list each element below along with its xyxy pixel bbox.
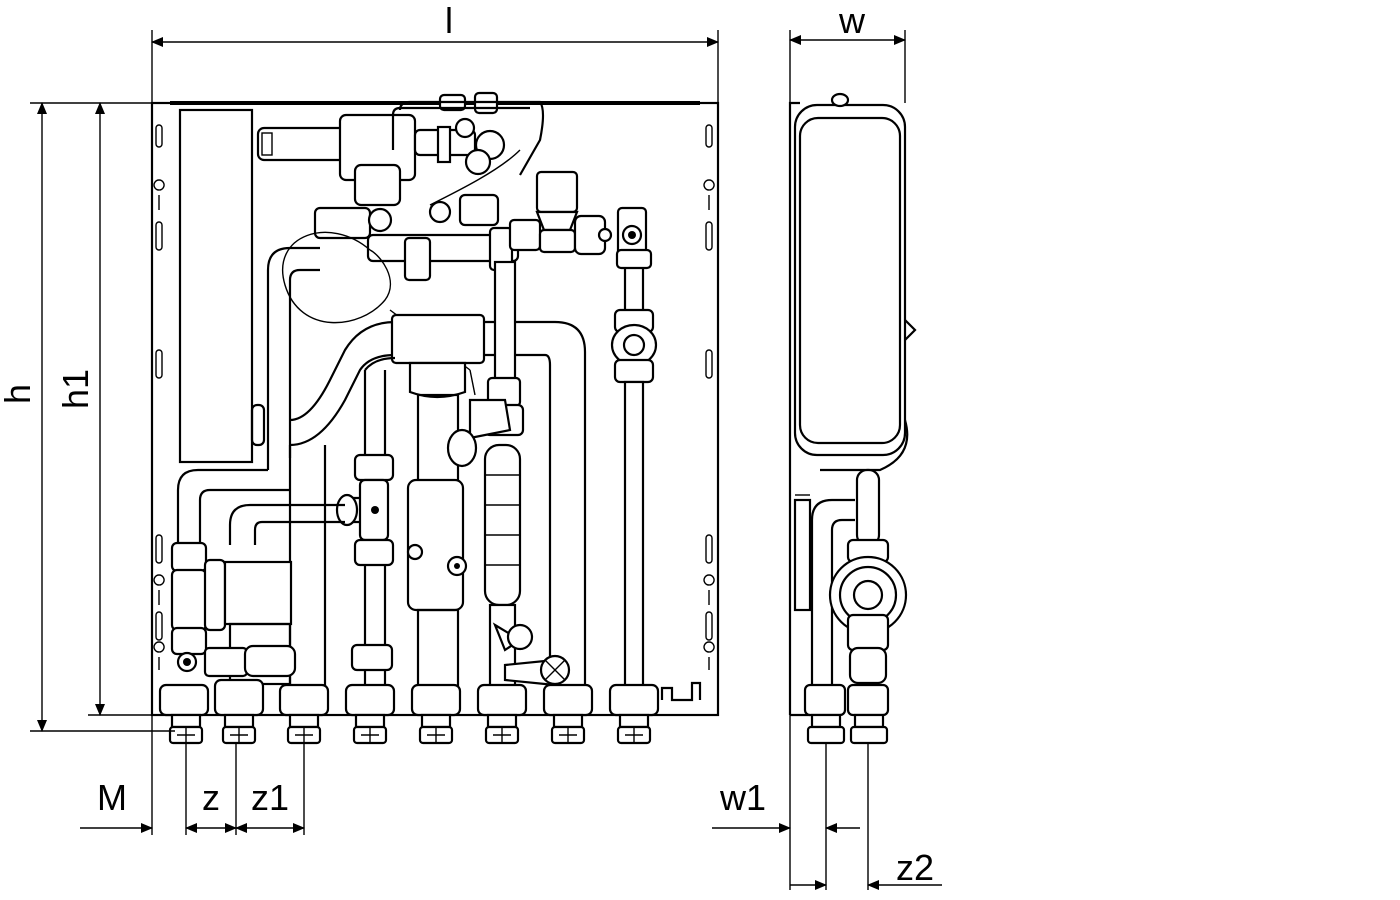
circulation-pump bbox=[170, 541, 297, 686]
insulation-panel bbox=[178, 108, 254, 464]
right-mounting-slots bbox=[703, 124, 715, 670]
label-h: h bbox=[0, 384, 38, 404]
label-h1: h1 bbox=[55, 369, 96, 409]
label-w1: w1 bbox=[719, 777, 766, 818]
top-valve-assembly bbox=[256, 91, 648, 282]
expansion-vessel bbox=[793, 103, 907, 457]
bottom-connections bbox=[158, 678, 702, 745]
label-z1: z1 bbox=[251, 777, 289, 818]
label-l: l bbox=[445, 0, 453, 41]
side-view bbox=[788, 92, 917, 745]
dimension-labels: l w h h1 M z z1 w1 z2 bbox=[0, 0, 934, 888]
pipe-column-2 bbox=[446, 260, 571, 692]
label-z2: z2 bbox=[896, 847, 934, 888]
front-view bbox=[150, 91, 720, 745]
dimension-lines bbox=[30, 30, 942, 890]
pipe-column-3 bbox=[610, 248, 658, 692]
label-z: z bbox=[202, 777, 220, 818]
label-M: M bbox=[97, 777, 127, 818]
label-w: w bbox=[838, 0, 866, 41]
pipe-column-1 bbox=[228, 356, 396, 690]
hydraulic-separator-head bbox=[390, 313, 486, 365]
left-mounting-slots bbox=[153, 124, 165, 670]
